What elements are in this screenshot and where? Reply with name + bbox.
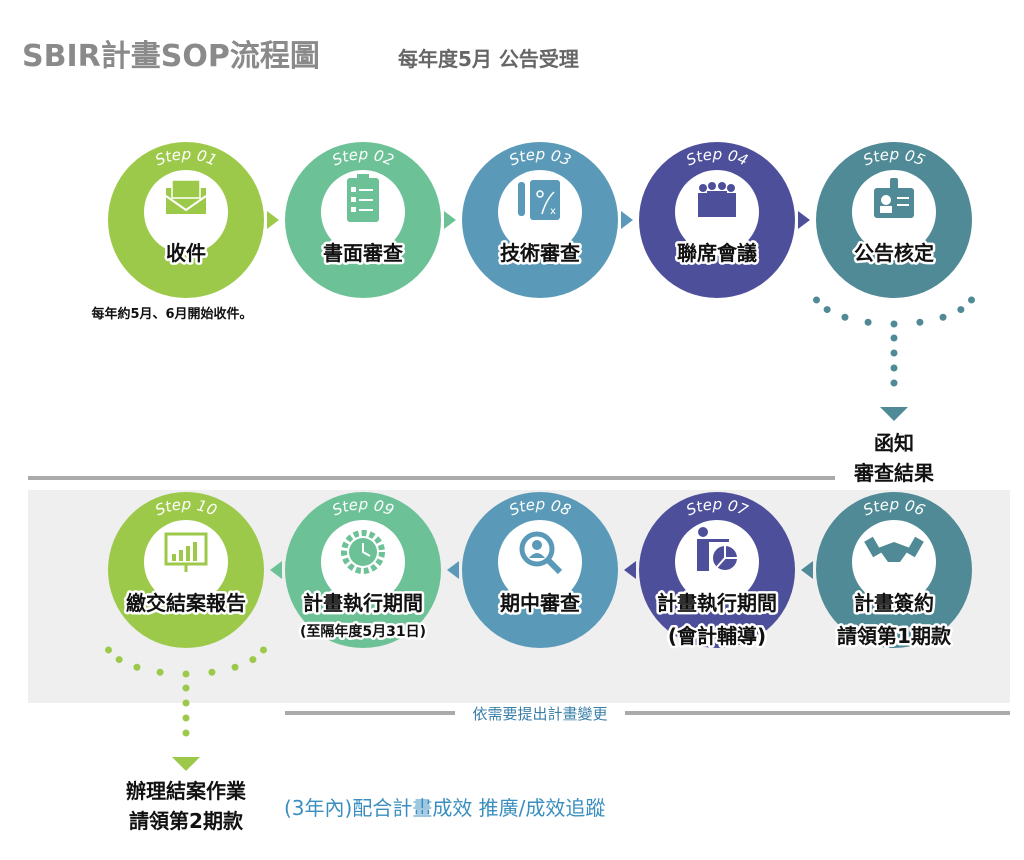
people-group-icon [698, 182, 736, 217]
dot [939, 313, 947, 321]
change-note: 依需要提出計畫變更 [472, 705, 607, 723]
step-label: 收件 [166, 241, 206, 265]
dot [231, 663, 239, 671]
step-sublabel: 請領第1期款 [837, 624, 952, 648]
dot [182, 684, 190, 692]
arrow-icon [447, 561, 459, 579]
step-sublabel: (至隔年度5月31日) [300, 623, 426, 640]
arrow-icon [444, 211, 456, 229]
down-arrow-icon [880, 407, 908, 421]
dot [813, 296, 821, 304]
dot [115, 656, 123, 664]
step-label: 公告核定 [854, 241, 934, 265]
chart-board-icon [164, 532, 208, 572]
clipboard-strategy-icon: x [518, 180, 560, 220]
step-label: 繳交結案報告 [126, 591, 246, 615]
step-label: 期中審查 [500, 591, 580, 615]
final-line1: 辦理結案作業 [126, 779, 247, 803]
dot [890, 379, 898, 387]
notify-line2: 審查結果 [853, 461, 934, 485]
presenter-chart-icon [697, 527, 737, 571]
dot [133, 663, 141, 671]
final-line2: 請領第2期款 [129, 809, 244, 833]
dot [156, 668, 164, 676]
dot [890, 364, 898, 372]
dot [916, 318, 924, 326]
step-label: 計畫執行期間 [303, 591, 423, 615]
step-label: 計畫執行期間 [657, 591, 777, 615]
magnifier-person-icon [519, 531, 563, 575]
dot [182, 670, 190, 678]
notify-line1: 函知 [874, 431, 914, 455]
dot [864, 318, 872, 326]
dot [249, 656, 257, 664]
page-title: SBIR計畫SOP流程圖 [22, 39, 320, 74]
dot [182, 699, 190, 707]
arrow-icon [801, 561, 813, 579]
dot [823, 306, 831, 314]
checklist-icon [347, 174, 379, 222]
dot [957, 306, 965, 314]
dot [182, 714, 190, 722]
dot [105, 646, 113, 654]
id-badge-icon [874, 178, 914, 218]
arrow-icon [270, 561, 282, 579]
down-arrow-icon [172, 757, 200, 771]
dot [259, 646, 267, 654]
dot [890, 349, 898, 357]
gear-clock-icon [341, 530, 385, 574]
dot [182, 729, 190, 737]
arrow-icon [798, 211, 810, 229]
step-label: 書面審查 [323, 241, 403, 265]
step-label: 技術審查 [500, 241, 580, 265]
dot [890, 334, 898, 342]
arrow-icon [624, 561, 636, 579]
envelope-icon [165, 179, 207, 214]
arrow-icon [267, 211, 279, 229]
dot [841, 313, 849, 321]
dot [890, 320, 898, 328]
step-label: 聯席會議 [677, 241, 757, 265]
step-label: 計畫簽約 [854, 591, 934, 615]
handshake-icon [864, 536, 924, 562]
arrow-icon [621, 211, 633, 229]
dot [967, 296, 975, 304]
followup-note: (3年內)配合計畫成效 推廣/成效追蹤 [284, 796, 605, 820]
step1-note: 每年約5月、6月開始收件。 [91, 306, 252, 322]
page-subtitle: 每年度5月 公告受理 [398, 47, 579, 71]
dot [208, 668, 216, 676]
svg-text:x: x [550, 206, 556, 217]
step-sublabel: (會計輔導) [668, 624, 766, 648]
